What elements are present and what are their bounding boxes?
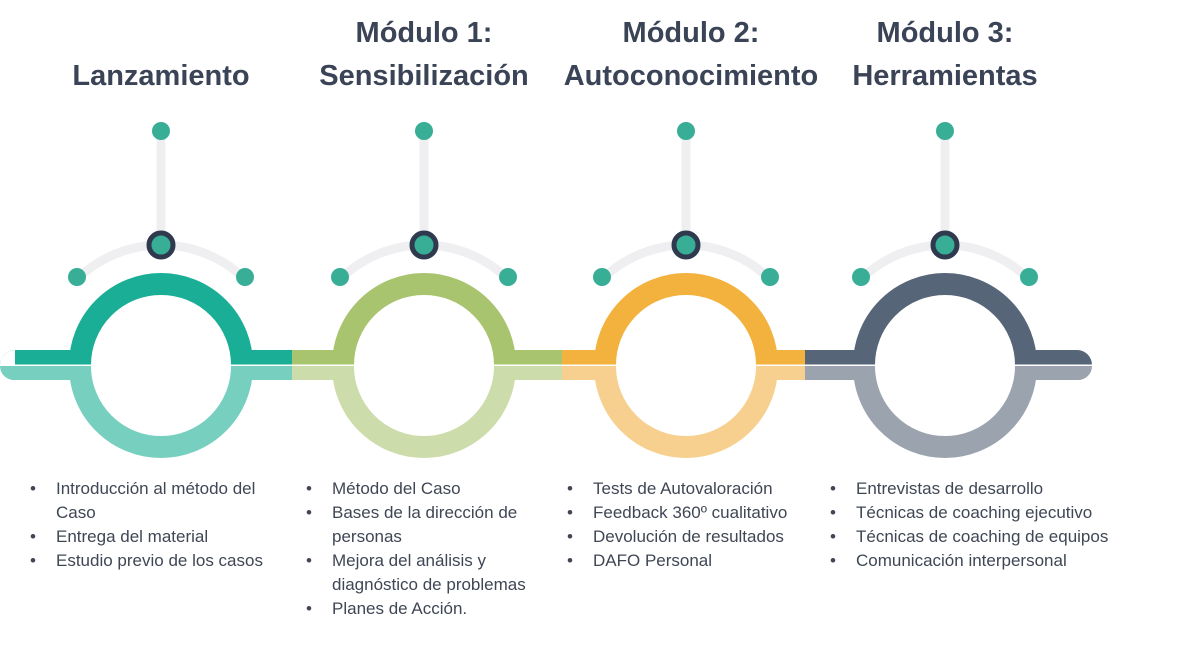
list-item: Feedback 360º cualitativo [567,501,827,525]
center-node [930,230,960,260]
title-line-1: Módulo 2: [622,17,760,49]
list-item: Bases de la dirección de personas [306,501,546,549]
ring-bottom-half [69,365,253,458]
band-end-mask [0,350,15,365]
ring-bottom-half [853,365,1037,458]
ring-top-half [332,273,516,366]
list-item: Entrega del material [30,525,270,549]
list-item: DAFO Personal [567,549,827,573]
title-line-2: Autoconocimiento [563,60,819,92]
stage-title-modulo-3: Módulo 3: Herramientas [805,12,1085,98]
side-dot [236,268,254,286]
title-line-2: Herramientas [852,60,1038,92]
band-end-mask [1077,350,1092,365]
side-dot [761,268,779,286]
list-item: Introducción al método del Caso [30,477,270,525]
list-item: Entrevistas de desarrollo [830,477,1150,501]
list-item: Comunicación interpersonal [830,549,1150,573]
top-dot [415,122,433,140]
ring-top-half [853,273,1037,366]
stage-list-modulo-1: Método del Caso Bases de la dirección de… [306,477,546,621]
ring-top-half [69,273,253,366]
stage-list-lanzamiento: Introducción al método del Caso Entrega … [30,477,270,573]
title-line-2: Sensibilización [319,60,529,92]
center-node [146,230,176,260]
band-end-mask [1077,366,1092,381]
top-dot [152,122,170,140]
top-dot [936,122,954,140]
title-line-1 [21,12,301,55]
stage-list-modulo-2: Tests de Autovaloración Feedback 360º cu… [567,477,827,573]
center-node [671,230,701,260]
stage-title-modulo-2: Módulo 2: Autoconocimiento [546,12,836,98]
stage-title-lanzamiento: Lanzamiento [21,12,301,98]
band-end-mask [0,366,15,381]
list-item: Técnicas de coaching de equipos [830,525,1150,549]
list-item: Devolución de resultados [567,525,827,549]
ring-top-half [594,273,778,366]
list-item: Planes de Acción. [306,597,546,621]
side-dot [68,268,86,286]
side-dot [1020,268,1038,286]
center-node [409,230,439,260]
title-line-1: Módulo 1: [355,17,493,49]
top-dot [677,122,695,140]
ring-bottom-half [594,365,778,458]
side-dot [331,268,349,286]
list-item: Método del Caso [306,477,546,501]
side-dot [499,268,517,286]
title-line-1: Módulo 3: [876,17,1014,49]
list-item: Tests de Autovaloración [567,477,827,501]
side-dot [852,268,870,286]
stage-list-modulo-3: Entrevistas de desarrollo Técnicas de co… [830,477,1150,573]
stage-title-modulo-1: Módulo 1: Sensibilización [284,12,564,98]
band-end-mask [0,350,15,365]
side-dot [593,268,611,286]
list-item: Mejora del análisis y diagnóstico de pro… [306,549,546,597]
list-item: Estudio previo de los casos [30,549,270,573]
ring-bottom-half [332,365,516,458]
title-line-2: Lanzamiento [72,60,250,92]
list-item: Técnicas de coaching ejecutivo [830,501,1150,525]
